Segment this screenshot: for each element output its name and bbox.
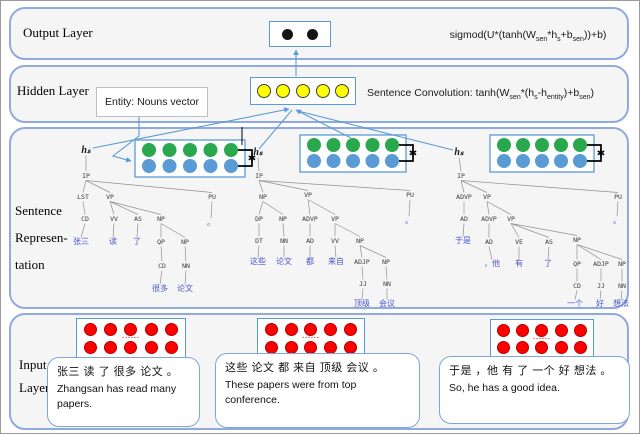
hidden-layer-label: Hidden Layer <box>17 83 89 98</box>
hidden-vector-box <box>250 77 356 105</box>
red-dot-row <box>491 341 593 354</box>
input-sentence-box-3: 于是 ，他 有 了 一个 好 想法 。 So, he has a good id… <box>439 356 630 424</box>
input-word-vector-dot <box>124 340 138 354</box>
input-word-vector-dot <box>516 324 530 337</box>
red-dot-row <box>77 340 185 354</box>
input-word-vector-dot <box>573 324 587 337</box>
input-word-vector-dot <box>284 323 298 337</box>
input-word-vector-dot <box>264 323 278 337</box>
input-label-line1: Input <box>19 357 47 372</box>
input-word-vector-dot <box>104 340 118 354</box>
hidden-neuron-dot <box>295 84 310 98</box>
output-layer-label: Output Layer <box>23 25 93 40</box>
input-word-vector-dot <box>144 340 158 354</box>
input-layer-label: Input Layer <box>19 353 49 399</box>
input-word-vector-dot <box>497 324 511 337</box>
sentence-label-line2: Represen- <box>15 230 68 245</box>
input-word-vector-dot <box>516 341 530 354</box>
input-word-vector-dot <box>164 340 178 354</box>
input-label-line2: Layer <box>19 380 50 395</box>
input-word-vector-dot <box>554 324 568 337</box>
hidden-neuron-dot <box>335 84 350 98</box>
input-word-vector-dot <box>84 340 98 354</box>
input-sentence-box-2: 这些 论文 都 来自 顶级 会议 。 These papers were fro… <box>215 353 420 428</box>
ellipsis-dots: ...... <box>302 333 320 340</box>
english-translation: So, he has a good idea. <box>449 382 560 394</box>
red-dot-row <box>77 323 185 337</box>
input-word-vector-dot <box>304 340 318 354</box>
red-dot-row <box>491 324 593 337</box>
input-word-vector-dot <box>144 323 158 337</box>
sentence-label-line3: tation <box>15 257 45 272</box>
input-word-vector-dot <box>104 323 118 337</box>
hidden-neuron-dot <box>315 84 330 98</box>
output-formula: sigmod(U*(tanh(Wsen*hs+bsen))+b) <box>449 29 607 44</box>
chinese-sentence: 张三 读 了 很多 论文 。 <box>57 366 179 378</box>
input-word-vector-dot <box>344 323 358 337</box>
input-word-vector-dot <box>264 340 278 354</box>
input-vector-box-2: ...... <box>257 318 365 359</box>
input-word-vector-dot <box>124 323 138 337</box>
ellipsis-dots: ...... <box>533 334 551 341</box>
input-word-vector-dot <box>554 341 568 354</box>
sentence-representation-layer-box <box>9 127 629 309</box>
entity-nouns-vector-box: Entity: Nouns vector <box>96 87 208 117</box>
chinese-sentence: 于是 ，他 有 了 一个 好 想法 。 <box>449 365 612 377</box>
english-translation: Zhangsan has read many papers. <box>57 383 177 411</box>
sentence-representation-label: Sentence Represen- tation <box>15 197 68 278</box>
input-sentence-box-1: 张三 读 了 很多 论文 。 Zhangsan has read many pa… <box>47 357 200 427</box>
chinese-sentence: 这些 论文 都 来自 顶级 会议 。 <box>225 362 385 374</box>
hidden-neuron-dot <box>256 84 271 98</box>
input-word-vector-dot <box>535 341 549 354</box>
output-layer-box <box>9 7 629 60</box>
input-vector-box-1: ...... <box>76 318 186 359</box>
ellipsis-dots: ...... <box>122 333 140 340</box>
input-word-vector-dot <box>324 323 338 337</box>
red-dot-row <box>258 323 364 337</box>
input-word-vector-dot <box>284 340 298 354</box>
output-neuron-dot <box>281 28 293 40</box>
red-dot-row <box>258 340 364 354</box>
output-vector-box <box>269 21 331 47</box>
input-word-vector-dot <box>497 341 511 354</box>
english-translation: These papers were from top conference. <box>225 379 357 407</box>
input-vector-box-3: ...... <box>490 319 594 359</box>
hidden-neuron-dot <box>276 84 291 98</box>
input-word-vector-dot <box>573 341 587 354</box>
input-word-vector-dot <box>344 340 358 354</box>
input-word-vector-dot <box>164 323 178 337</box>
input-word-vector-dot <box>304 323 318 337</box>
output-neuron-dot <box>307 28 319 40</box>
sentence-convolution-formula: Sentence Convolution: tanh(Wsen*(hs-hent… <box>367 87 594 102</box>
sentence-label-line1: Sentence <box>15 203 62 218</box>
input-word-vector-dot <box>535 324 549 337</box>
input-word-vector-dot <box>324 340 338 354</box>
input-word-vector-dot <box>84 323 98 337</box>
